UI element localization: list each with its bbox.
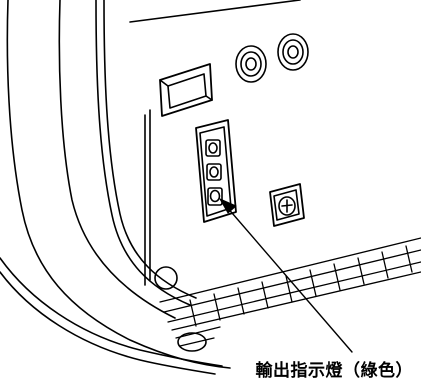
callout-arrow — [219, 198, 353, 353]
housing-outline — [0, 0, 231, 375]
indicator-light-panel — [195, 119, 237, 223]
callout-label: 輸出指示燈（綠色） — [255, 361, 413, 381]
power-switch-icon — [159, 63, 213, 117]
vent-grille — [159, 237, 421, 347]
round-connector-icon — [235, 45, 267, 83]
foot-bumper — [154, 266, 207, 352]
screw-terminal-icon — [269, 183, 305, 227]
rear-panel-edge — [129, 0, 301, 286]
round-connector-icon — [277, 33, 309, 71]
